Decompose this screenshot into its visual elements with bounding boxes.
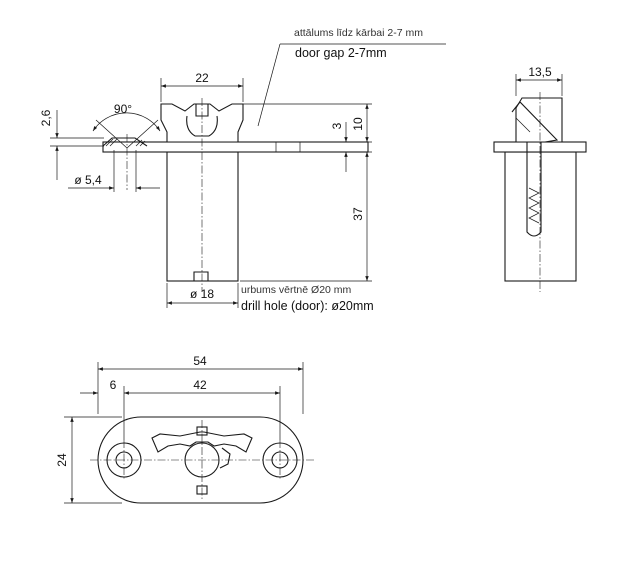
front-body: [166, 151, 239, 282]
screw-hatch: [139, 140, 146, 147]
front-screw-left: [102, 137, 148, 147]
door-gap-note-lv: attālums līdz kārbai 2-7 mm: [294, 27, 423, 39]
dim-screw-hole: ø 5,4: [68, 150, 160, 192]
dim-body-height-label: 37: [351, 207, 365, 221]
dim-body-height: 37: [240, 152, 372, 282]
dim-plate-width: 24: [55, 416, 122, 504]
dim-countersink-angle-label: 90°: [114, 102, 132, 116]
screw-hatch: [135, 139, 143, 147]
drill-hole-note-lv: urbums vērtnē Ø20 mm: [241, 284, 352, 296]
side-spring-slot: [526, 142, 542, 237]
dim-flange-offset-label: 2,6: [39, 109, 53, 126]
dim-plate-width-label: 24: [55, 453, 69, 467]
dim-head-heights: 3 10: [243, 103, 372, 172]
dim-side-width: 13,5: [515, 65, 563, 96]
dim-edge-offset-label: 6: [110, 378, 117, 392]
dim-plate-length: 54: [97, 354, 304, 414]
side-latch-line: [515, 117, 531, 133]
dim-flange-offset: 2,6: [39, 109, 104, 180]
side-view: [493, 92, 587, 292]
dim-body-diameter-label: ø 18: [190, 287, 214, 301]
dim-countersink-angle: 90°: [92, 102, 161, 149]
door-gap-note-en: door gap 2-7mm: [295, 46, 387, 60]
drill-hole-note-en: drill hole (door): ø20mm: [241, 299, 374, 313]
front-body-notch: [193, 271, 209, 281]
side-latch-wedge: [511, 101, 559, 143]
dim-flange-width: 22: [160, 71, 244, 102]
screw-hatch: [105, 138, 114, 147]
dim-hole-spacing-label: 42: [193, 378, 207, 392]
screw-hatch: [109, 138, 118, 147]
door-gap-note: attālums līdz kārbai 2-7 mm door gap 2-7…: [257, 27, 446, 127]
top-latch-tab: [219, 447, 231, 469]
drill-hole-note: urbums vērtnē Ø20 mm drill hole (door): …: [241, 284, 374, 313]
dim-body-diameter: ø 18: [166, 283, 239, 308]
dim-hole-spacing: 6 42: [80, 378, 281, 440]
front-view: [102, 98, 369, 292]
top-view: [90, 416, 314, 504]
side-spring-zigzag: [528, 187, 540, 224]
dim-lip-label: 3: [330, 122, 344, 129]
dim-flange-width-label: 22: [195, 71, 209, 85]
dim-head-height-label: 10: [351, 117, 365, 131]
dim-screw-hole-label: ø 5,4: [74, 173, 102, 187]
dim-plate-length-label: 54: [193, 354, 207, 368]
top-latch-wings: [151, 431, 253, 453]
dim-side-width-label: 13,5: [528, 65, 552, 79]
